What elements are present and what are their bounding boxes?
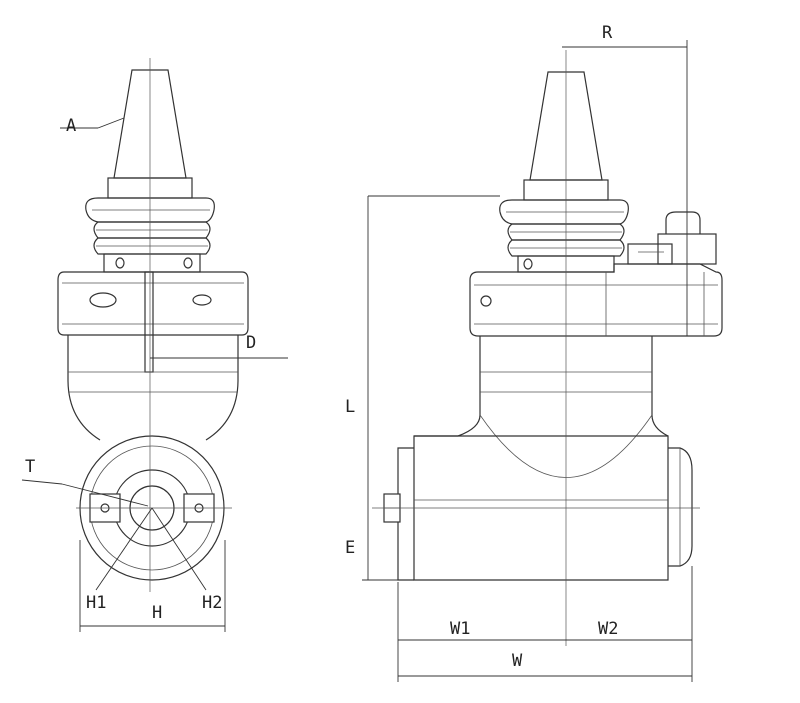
side-flange-rings [499,199,629,257]
label-h2: H2 [202,593,222,613]
neck [103,253,201,273]
slot-left [89,292,117,308]
label-r: R [602,23,613,43]
body-left [67,335,101,441]
saddle-left [414,414,481,437]
label-t: T [25,457,35,477]
label-w: W [512,651,523,671]
body-right [205,335,239,441]
label-w2: W2 [598,619,618,639]
label-l: L [345,397,355,417]
saddle-right [651,414,669,437]
housing-band [57,271,249,336]
front-view [21,58,288,632]
label-h1: H1 [86,593,106,613]
dim-t-leader-1 [21,479,63,485]
dim-t-leader-2 [61,483,149,507]
dim-a-leader-2 [97,117,125,129]
side-housing-hole [480,295,492,307]
label-w1: W1 [450,619,470,639]
neck-hole-left [115,257,125,269]
slot-right [192,294,212,306]
dim-h1-leader [95,507,153,591]
label-a: A [66,116,76,136]
side-view [362,40,723,682]
side-neck-hole [523,258,533,270]
stop-block [627,211,717,265]
cross-housing [413,435,669,581]
dim-h2-leader [151,507,207,591]
label-h: H [152,603,162,623]
neck-hole-right [183,257,193,269]
key-slot [144,271,154,373]
side-housing-band [469,263,723,337]
flange-rings [85,197,215,255]
label-e: E [345,538,355,558]
label-d: D [246,333,256,353]
